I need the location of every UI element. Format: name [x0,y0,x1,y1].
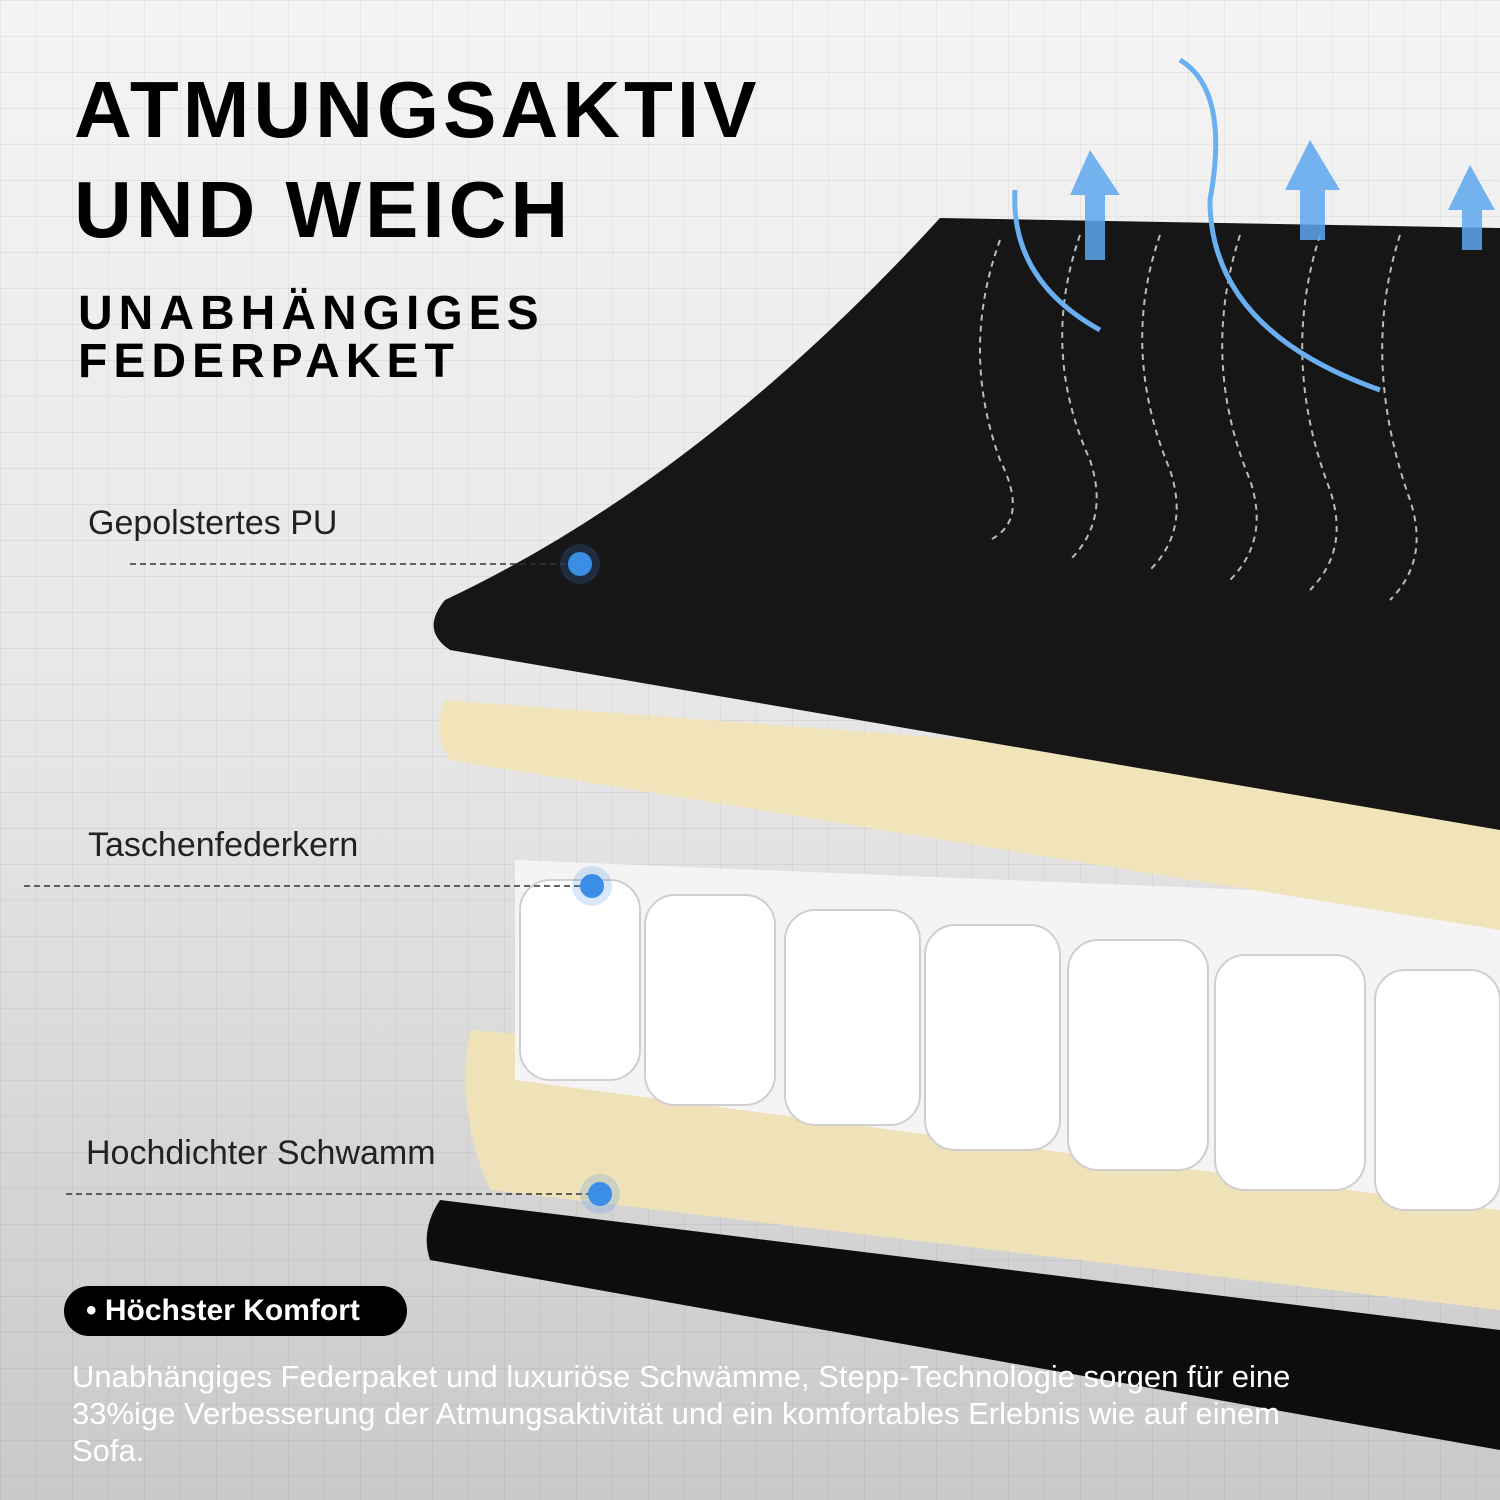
description: Unabhängiges Federpaket und luxuriöse Sc… [72,1359,1291,1468]
upper-foam-layer [438,700,1500,930]
headline-line2: UND WEICH [74,165,573,254]
pocket-springs [515,860,1500,1211]
base-layer [426,1200,1500,1450]
subheadline-line2: FEDERPAKET [78,335,460,388]
subheadline-line1: UNABHÄNGIGES [78,287,545,340]
layer-label-pu: Gepolstertes PU [88,504,338,542]
pu-top-layer [433,218,1500,830]
layer-label-springs: Taschenfederkern [88,826,359,864]
comfort-badge: • Höchster Komfort [64,1286,407,1336]
subheadline: UNABHÄNGIGES FEDERPAKET [78,290,545,386]
marker-dots [560,544,620,1214]
bullet: • [86,1294,97,1327]
airflow-arrows-icon [1070,140,1495,260]
badge-text: Höchster Komfort [104,1294,360,1327]
headline-line1: ATMUNGSAKTIV [74,65,761,154]
layer-label-foam: Hochdichter Schwamm [86,1134,436,1172]
